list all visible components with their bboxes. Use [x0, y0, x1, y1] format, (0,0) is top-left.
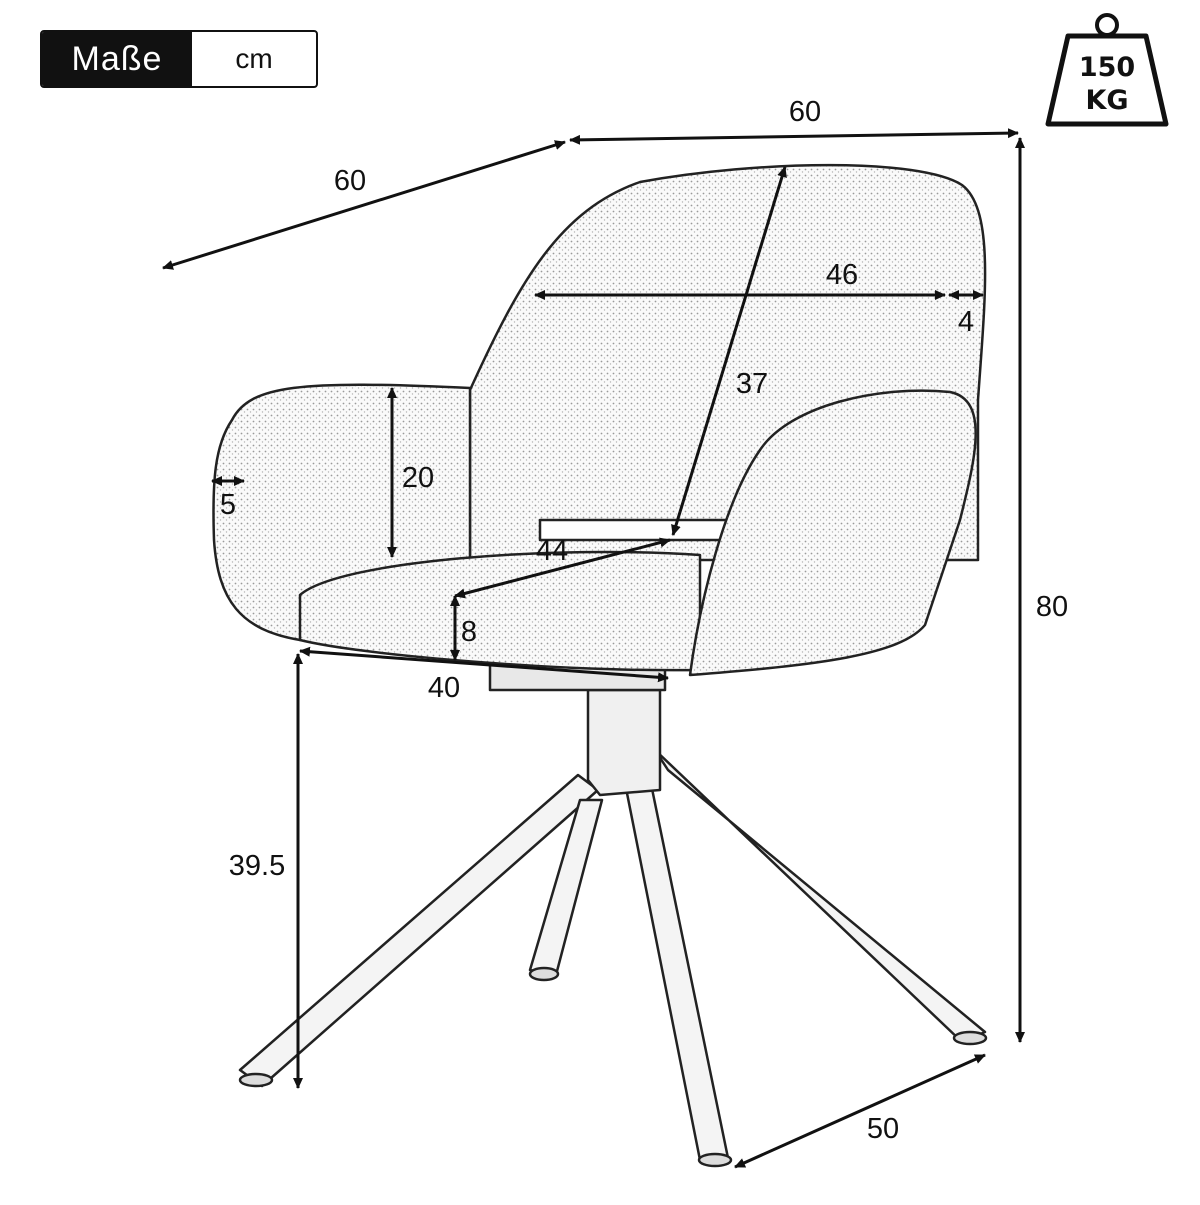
dim-backrest-width-label: 46	[826, 259, 858, 291]
dim-backrest-height-label: 37	[736, 368, 768, 400]
dim-line-width-total	[569, 128, 1019, 145]
units-value: cm	[235, 43, 273, 74]
dim-seat-width-label: 40	[428, 672, 460, 704]
dim-line-base-width	[734, 1053, 986, 1169]
dim-seat-thickness-label: 8	[461, 616, 477, 648]
dim-depth-total-label: 60	[334, 165, 366, 197]
swivel-bracket	[586, 688, 662, 797]
dim-height-total-label: 80	[1036, 591, 1068, 623]
dim-backrest-thickness-label: 4	[958, 306, 974, 338]
units-badge: Maße cm	[40, 30, 318, 88]
dim-width-total-label: 60	[789, 96, 821, 128]
dim-base-width-label: 50	[867, 1113, 899, 1145]
dim-seat-depth-label: 44	[536, 535, 568, 567]
backrest-cutout	[538, 518, 732, 542]
weight-capacity-icon: 150 KG	[1045, 13, 1169, 127]
dim-line-depth-total	[162, 140, 566, 270]
dim-line-backrest-height	[671, 166, 787, 536]
chair-illustration	[212, 163, 988, 1168]
dim-armrest-thickness-label: 5	[220, 489, 236, 521]
units-label: Maße	[42, 32, 192, 86]
chair-legs	[238, 743, 987, 1162]
dim-seat-height-label: 39.5	[229, 850, 285, 882]
dim-line-seat-depth	[454, 537, 671, 599]
load-capacity-unit: KG	[1085, 85, 1128, 116]
load-capacity-number: 150	[1079, 52, 1135, 83]
dim-armrest-height-label: 20	[402, 462, 434, 494]
dim-line-seat-width	[299, 646, 669, 683]
